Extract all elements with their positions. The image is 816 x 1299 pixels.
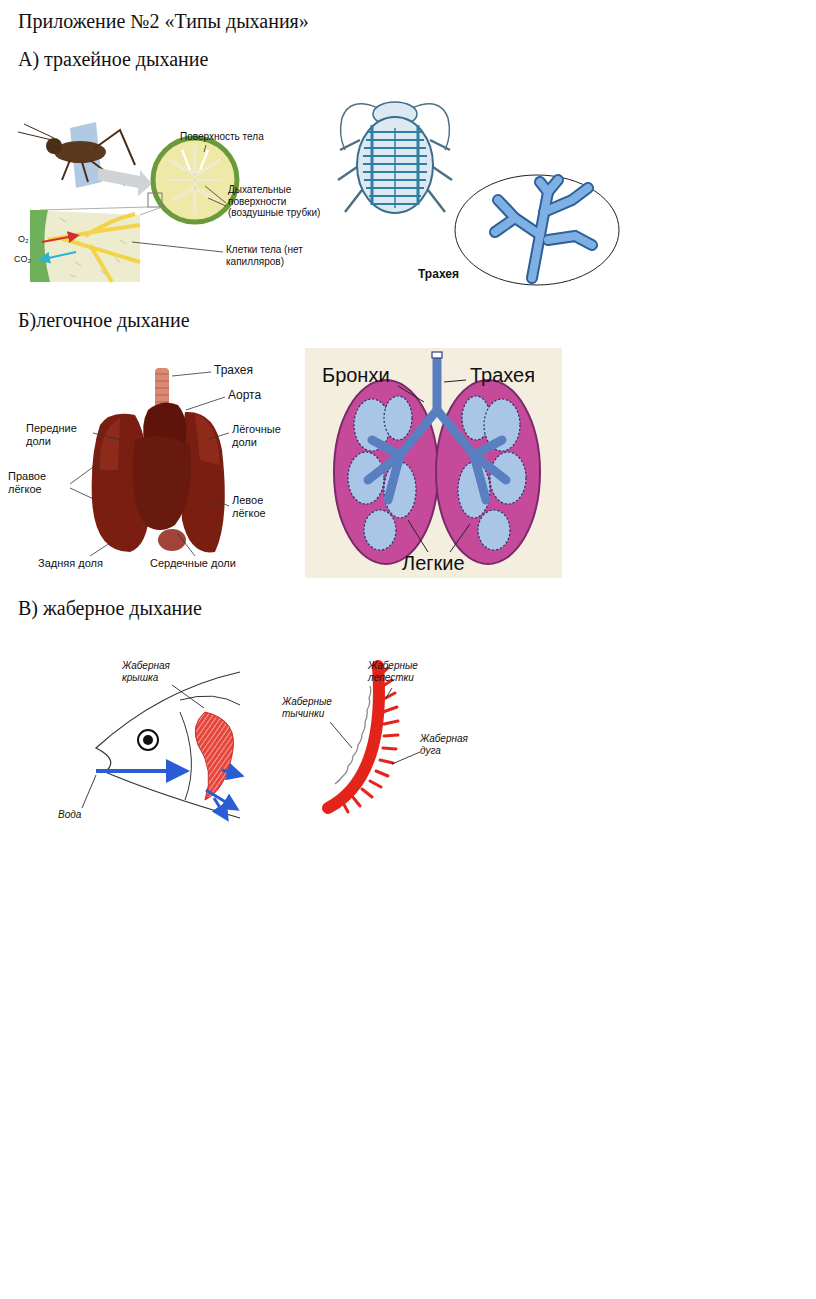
part-label: Правое лёгкое: [8, 470, 70, 495]
gas-label: O₂: [18, 234, 29, 244]
beetle-figure: [338, 102, 452, 213]
lungs-anatomy: [92, 368, 225, 552]
insect-leaders: [132, 145, 226, 252]
part-label: Дыхательные поверхности (воздушные трубк…: [228, 184, 323, 219]
part-label: Задняя доля: [38, 557, 103, 570]
part-label: Легкие: [402, 552, 465, 575]
lungs-scheme: [305, 348, 562, 578]
part-label: Клетки тела (нет капилляров): [226, 244, 321, 267]
part-label: Аорта: [228, 389, 261, 403]
scheme-leaders: [398, 380, 470, 552]
part-label: Жаберные тычинки: [282, 696, 346, 719]
part-label: Жаберные лепестки: [368, 660, 432, 683]
part-label: Жаберная крышка: [122, 660, 184, 683]
trachea-oval: [455, 175, 619, 285]
section-heading: Б)легочное дыхание: [18, 309, 190, 332]
part-label: Трахея: [214, 364, 253, 378]
part-label: Трахея: [418, 268, 459, 282]
part-label: Трахея: [470, 364, 535, 387]
gill-arch: [328, 666, 398, 812]
part-label: Левое лёгкое: [232, 494, 294, 519]
lung-leaders: [70, 372, 229, 556]
part-label: Поверхность тела: [180, 131, 264, 143]
part-label: Сердечные доли: [150, 557, 236, 570]
part-label: Бронхи: [322, 364, 390, 387]
gill-leaders: [330, 688, 420, 764]
part-label: Передние доли: [26, 422, 92, 447]
fish-leaders: [82, 685, 204, 808]
page-title: Приложение №2 «Типы дыхания»: [18, 10, 309, 33]
part-label: Жаберная дуга: [420, 733, 484, 756]
fish-head: [96, 672, 240, 818]
tissue-inset: [30, 210, 140, 282]
gas-label: CO₂: [14, 254, 31, 264]
part-label: Вода: [58, 809, 81, 821]
cricket-figure: [18, 122, 152, 196]
part-label: Лёгочные доли: [232, 423, 298, 448]
section-heading: В) жаберное дыхание: [18, 597, 202, 620]
trachea-cross-section: [40, 138, 237, 222]
section-heading: А) трахейное дыхание: [18, 48, 208, 71]
